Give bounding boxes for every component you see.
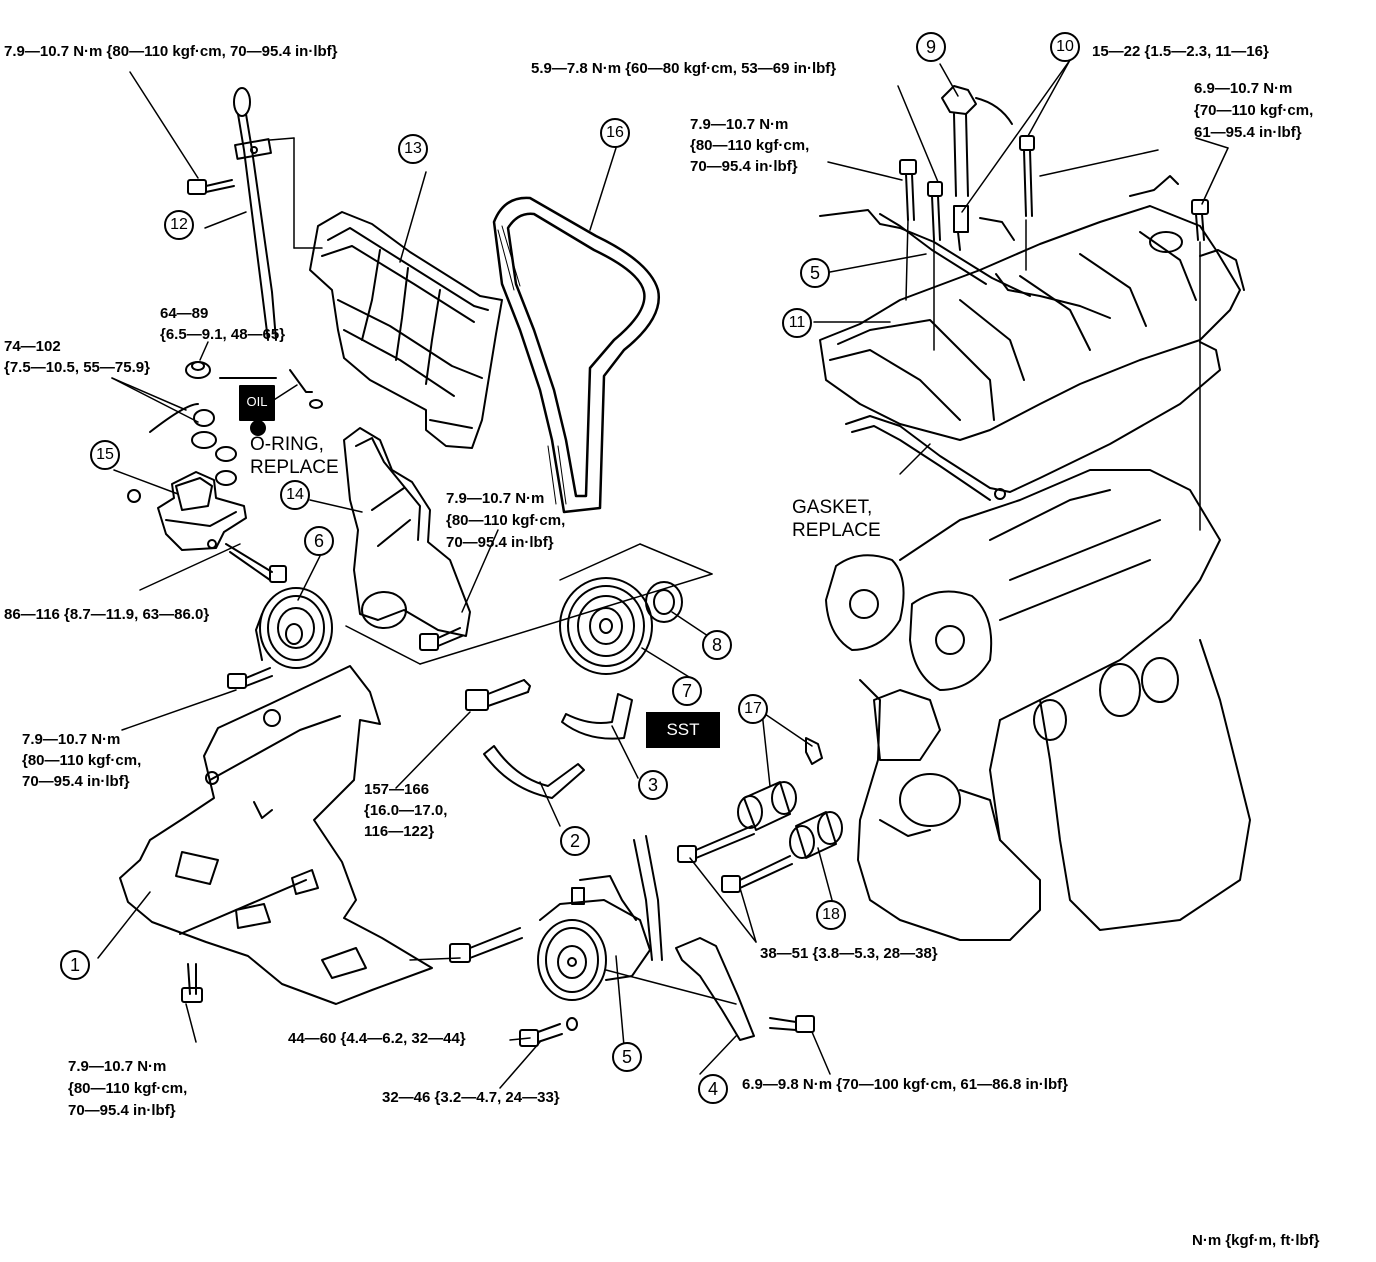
torque-spec-pulley-bolt-line3: 70—95.4 in·lbf}	[22, 773, 130, 790]
bolt-idler-2	[721, 855, 793, 893]
callout-3: 3	[638, 770, 668, 800]
callout-6: 6	[304, 526, 334, 556]
torque-spec-idler-bolts: 38—51 {3.8—5.3, 28—38}	[760, 945, 938, 962]
spark-plug-10	[953, 205, 1015, 251]
torque-spec-shield-bolt-line2: {80—110 kgf·cm,	[68, 1080, 188, 1097]
tensioner-spring	[805, 737, 823, 765]
callout-12: 12	[164, 210, 194, 240]
torque-spec-pump-bolt: 44—60 {4.4—6.2, 32—44}	[288, 1030, 466, 1047]
callout-5-upper: 5	[800, 258, 830, 288]
torque-spec-cover-bolt-line3: 61—95.4 in·lbf}	[1194, 124, 1302, 141]
callout-16: 16	[600, 118, 630, 148]
callout-13: 13	[398, 134, 428, 164]
idler-pulley-18	[789, 811, 843, 859]
callout-7: 7	[672, 676, 702, 706]
oil-dipstick	[233, 87, 277, 341]
crankshaft-seal	[645, 581, 683, 623]
torque-spec-harness-bolt-line2: {80—110 kgf·cm,	[690, 137, 810, 154]
gasket-replace-note-line1: GASKET,	[792, 497, 873, 518]
power-steering-pump	[537, 835, 663, 1001]
valve-cover-gasket	[845, 341, 1221, 501]
valve-cover	[819, 205, 1245, 441]
sst-tag: SST	[646, 712, 720, 748]
pump-bracket	[675, 937, 755, 1041]
torque-spec-crank-bolt-line3: 116—122}	[364, 823, 435, 840]
torque-spec-mount-stud-line1: 74—102	[4, 338, 61, 355]
drive-belt-2	[483, 745, 585, 799]
bolt-pulley-center	[465, 679, 531, 711]
spark-plug-wire-harness	[819, 209, 1111, 319]
bolt-bracket	[769, 1015, 815, 1033]
bolt-pump-1	[449, 927, 523, 963]
callout-2: 2	[560, 826, 590, 856]
torque-spec-shield-bolt-line3: 70—95.4 in·lbf}	[68, 1102, 176, 1119]
torque-spec-cover-bolt-line1: 6.9—10.7 N·m	[1194, 80, 1293, 97]
bolt-splash-shield	[181, 963, 203, 1003]
torque-spec-mount-nut-line2: {6.5—9.1, 48—65}	[160, 326, 286, 343]
bolt-engine-mount	[225, 543, 287, 583]
torque-spec-harness-bolt-line1: 7.9—10.7 N·m	[690, 116, 789, 133]
bolt-lower-cover	[419, 627, 463, 651]
bolt-crank-pulley	[227, 667, 273, 689]
torque-spec-mount-bolt: 86—116 {8.7—11.9, 63—86.0}	[4, 606, 210, 623]
torque-spec-pulley-bolt-line1: 7.9—10.7 N·m	[22, 731, 121, 748]
bolts-valve-cover	[899, 135, 1209, 241]
torque-spec-lower-cover-line2: {80—110 kgf·cm,	[446, 512, 566, 529]
assembly-guide-lines	[905, 219, 1201, 531]
oil-tag: OIL	[242, 392, 272, 412]
engine-mount	[127, 471, 247, 551]
torque-spec-mount-nut-line1: 64—89	[160, 305, 209, 322]
o-ring-replace-note-line2: REPLACE	[250, 457, 339, 478]
bolt-dipstick	[187, 179, 235, 195]
torque-spec-crank-bolt-line1: 157—166	[364, 781, 430, 798]
torque-spec-lower-cover-line3: 70—95.4 in·lbf}	[446, 534, 554, 551]
o-ring	[309, 399, 323, 409]
nuts-and-washers	[149, 361, 313, 486]
drive-belt-3	[561, 693, 633, 740]
lower-timing-belt-cover	[343, 427, 471, 637]
callout-14: 14	[280, 480, 310, 510]
torque-spec-cover-bolt-line2: {70—110 kgf·cm,	[1194, 102, 1314, 119]
torque-spec-harness-bolt-line3: 70—95.4 in·lbf}	[690, 158, 798, 175]
callout-15: 15	[90, 440, 120, 470]
callout-10: 10	[1050, 32, 1080, 62]
gasket-replace-note-line2: REPLACE	[792, 520, 881, 541]
torque-spec-spark-plug: 15—22 {1.5—2.3, 11—16}	[1092, 43, 1269, 60]
torque-spec-mount-stud-line2: {7.5—10.5, 55—75.9}	[4, 359, 150, 376]
callout-17: 17	[738, 694, 768, 724]
torque-spec-pump-nut: 32—46 {3.2—4.7, 24—33}	[382, 1089, 560, 1106]
engine-cylinder-head	[825, 469, 1251, 941]
callout-1: 1	[60, 950, 90, 980]
callout-8: 8	[702, 630, 732, 660]
torque-spec-lower-cover-line1: 7.9—10.7 N·m	[446, 490, 545, 507]
callout-11: 11	[782, 308, 812, 338]
crankshaft-pulley	[559, 577, 653, 675]
torque-spec-shield-bolt-line1: 7.9—10.7 N·m	[68, 1058, 167, 1075]
bolt-idler-1	[677, 825, 755, 863]
units-legend: N·m {kgf·m, ft·lbf}	[1192, 1232, 1320, 1249]
bolt-pump-2	[519, 1017, 578, 1047]
callout-4: 4	[698, 1074, 728, 1104]
torque-spec-crank-bolt-line2: {16.0—17.0,	[364, 802, 448, 819]
crankshaft-pulley-rear	[255, 587, 333, 669]
torque-spec-dipstick-bolt: 7.9—10.7 N·m {80—110 kgf·cm, 70—95.4 in·…	[4, 43, 338, 60]
engine-splash-shield	[119, 665, 433, 1005]
torque-spec-bracket-bolt: 6.9—9.8 N·m {70—100 kgf·cm, 61—86.8 in·l…	[742, 1076, 1068, 1093]
timing-belt	[492, 196, 661, 514]
assembly-box-lines	[345, 543, 713, 665]
o-ring-replace-note-line1: O-RING,	[250, 434, 324, 455]
sensor-9	[941, 85, 1013, 197]
torque-spec-pulley-bolt-line2: {80—110 kgf·cm,	[22, 752, 142, 769]
idler-pulley-17	[737, 781, 797, 831]
callout-18: 18	[816, 900, 846, 930]
callout-5-lower: 5	[612, 1042, 642, 1072]
torque-spec-spark-plug-tube: 5.9—7.8 N·m {60—80 kgf·cm, 53—69 in·lbf}	[531, 60, 837, 77]
upper-timing-belt-cover	[309, 211, 503, 449]
callout-9: 9	[916, 32, 946, 62]
leader-lines	[97, 59, 1229, 1089]
